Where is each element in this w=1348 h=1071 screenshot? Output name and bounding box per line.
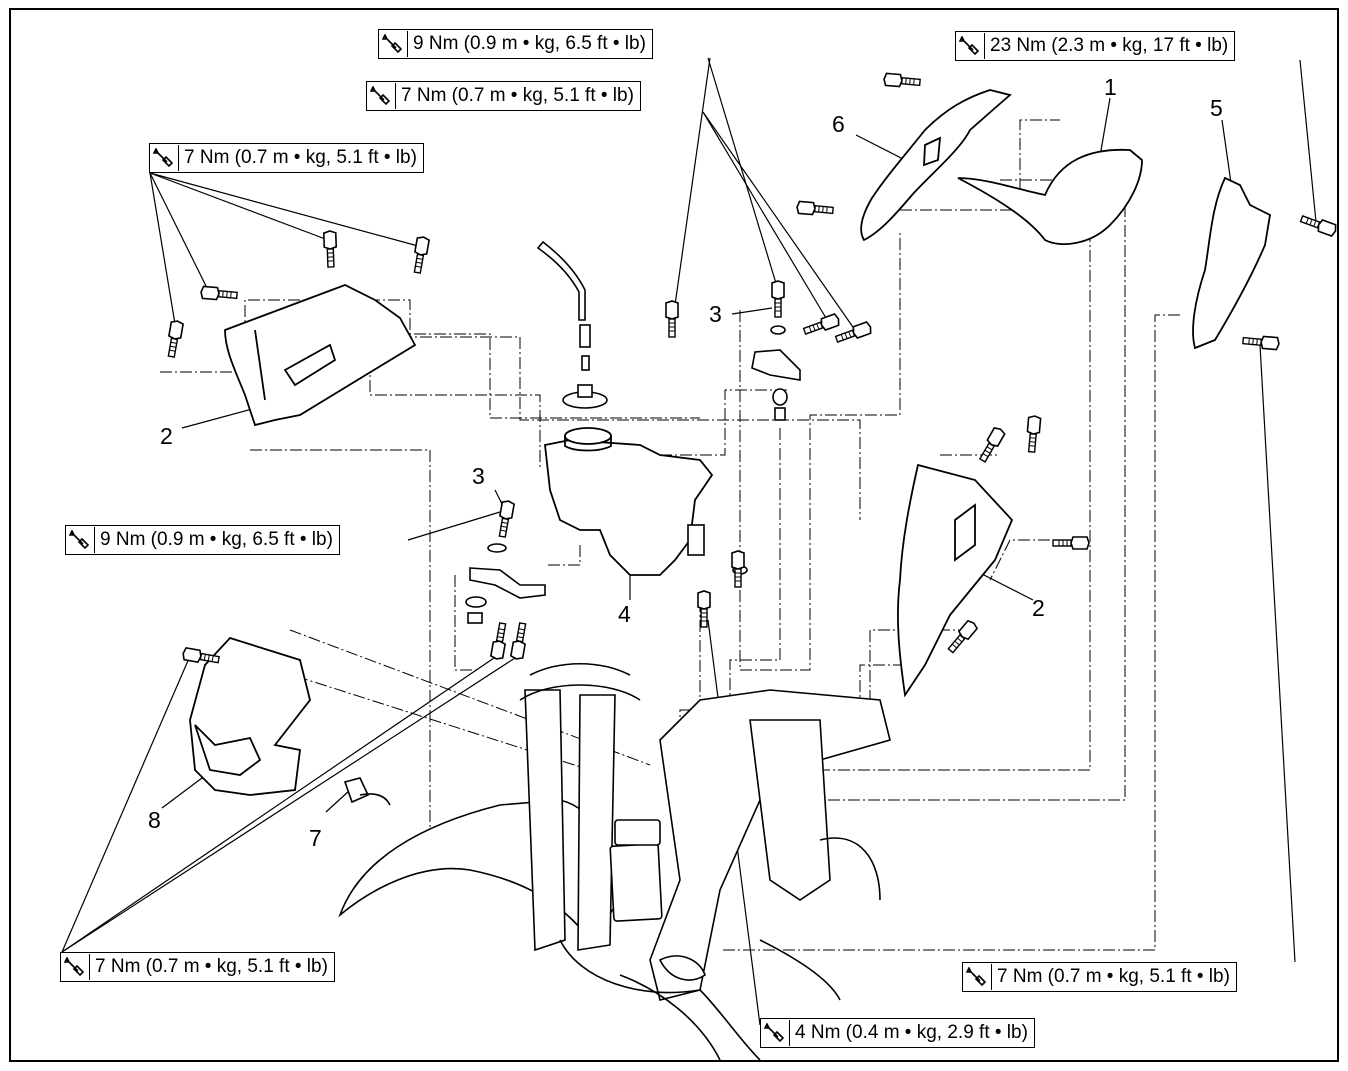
- part-number-1: 1: [1104, 74, 1117, 100]
- part-number-3-upper: 3: [709, 301, 722, 327]
- torque-value: 7 Nm (0.7 m • kg, 5.1 ft • lb): [184, 147, 417, 168]
- part-5-side-cover: [1192, 176, 1271, 350]
- torque-spec-7nm-bottom-right: 7 Nm (0.7 m • kg, 5.1 ft • lb): [962, 962, 1237, 992]
- torque-wrench-icon: [963, 964, 992, 990]
- torque-spec-7nm-upper: 7 Nm (0.7 m • kg, 5.1 ft • lb): [366, 81, 641, 111]
- part-number-4: 4: [618, 601, 631, 627]
- part-number-3-lower: 3: [472, 463, 485, 489]
- part-4-fuel-tank: [544, 427, 714, 576]
- part-number-5: 5: [1210, 95, 1223, 121]
- part-number-2-right: 2: [1032, 595, 1045, 621]
- torque-spec-4nm: 4 Nm (0.4 m • kg, 2.9 ft • lb): [760, 1018, 1035, 1048]
- torque-wrench-icon: [150, 145, 179, 171]
- part-number-7: 7: [309, 825, 322, 851]
- part-2-shroud-right: [897, 463, 1014, 698]
- torque-wrench-icon: [379, 31, 408, 57]
- torque-value: 7 Nm (0.7 m • kg, 5.1 ft • lb): [95, 956, 328, 977]
- torque-spec-23nm: 23 Nm (2.3 m • kg, 17 ft • lb): [955, 31, 1236, 61]
- torque-wrench-icon: [956, 33, 985, 59]
- part-7-clip: [343, 777, 391, 806]
- part-2-shroud-left: [224, 284, 417, 427]
- part-number-2-left: 2: [160, 423, 173, 449]
- torque-spec-7nm-left: 7 Nm (0.7 m • kg, 5.1 ft • lb): [149, 143, 424, 173]
- diagram-frame: [9, 8, 1339, 1062]
- part-1-seat: [957, 148, 1143, 246]
- part-number-8: 8: [148, 807, 161, 833]
- torque-wrench-icon: [61, 954, 90, 980]
- torque-value: 23 Nm (2.3 m • kg, 17 ft • lb): [990, 35, 1229, 56]
- part-number-6: 6: [832, 111, 845, 137]
- chassis: [338, 663, 891, 1061]
- torque-leader-lines: [61, 57, 1317, 1026]
- torque-value: 4 Nm (0.4 m • kg, 2.9 ft • lb): [795, 1022, 1028, 1043]
- part-6-side-cover: [860, 89, 1012, 242]
- fuel-hardware: [465, 240, 801, 624]
- torque-wrench-icon: [66, 527, 95, 553]
- torque-wrench-icon: [367, 83, 396, 109]
- torque-value: 9 Nm (0.9 m • kg, 6.5 ft • lb): [100, 529, 333, 550]
- torque-spec-9nm-top: 9 Nm (0.9 m • kg, 6.5 ft • lb): [378, 29, 653, 59]
- torque-spec-7nm-bottom-left: 7 Nm (0.7 m • kg, 5.1 ft • lb): [60, 952, 335, 982]
- torque-wrench-icon: [761, 1020, 790, 1046]
- part-8-number-plate: [189, 636, 311, 796]
- torque-value: 9 Nm (0.9 m • kg, 6.5 ft • lb): [413, 33, 646, 54]
- torque-value: 7 Nm (0.7 m • kg, 5.1 ft • lb): [997, 966, 1230, 987]
- torque-spec-9nm-left: 9 Nm (0.9 m • kg, 6.5 ft • lb): [65, 525, 340, 555]
- torque-value: 7 Nm (0.7 m • kg, 5.1 ft • lb): [401, 85, 634, 106]
